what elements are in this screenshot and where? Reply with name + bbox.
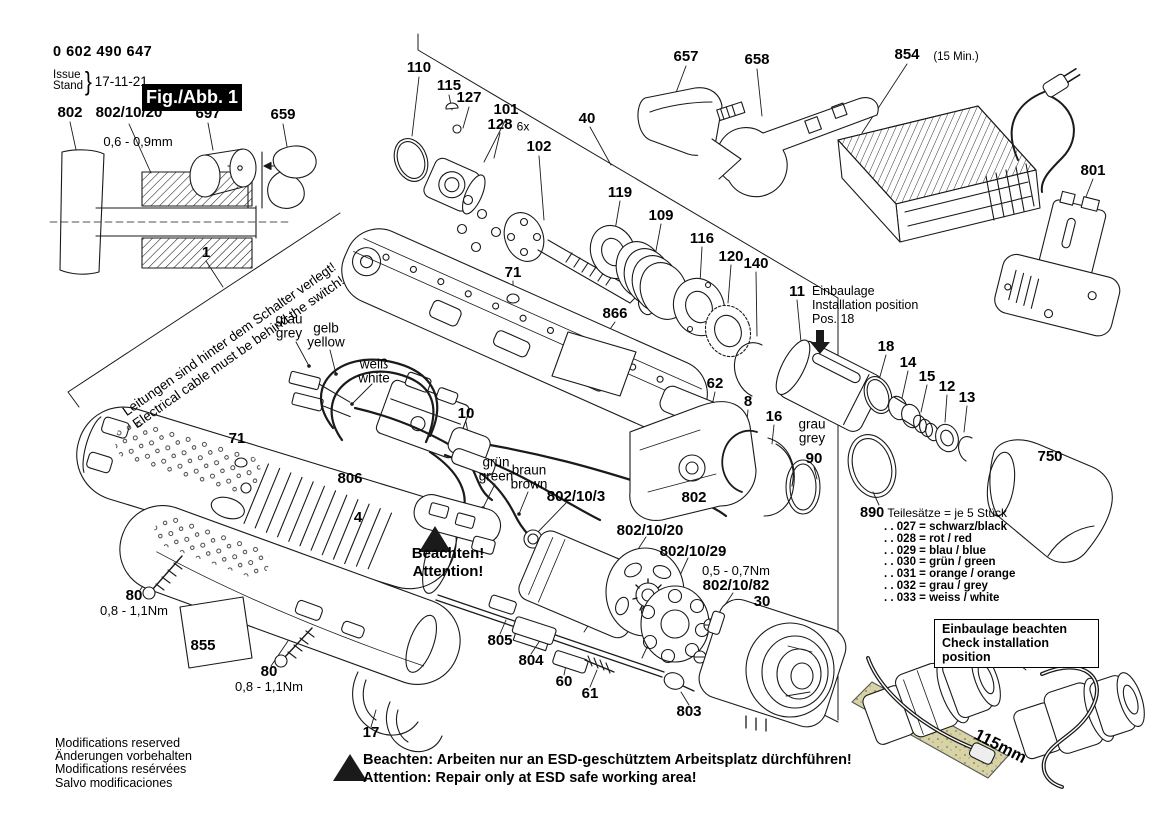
charger-854 <box>837 68 1081 243</box>
elbow-750 <box>986 439 1113 563</box>
small-parts <box>488 594 589 674</box>
issue-date: 17-11-21 <box>94 73 148 89</box>
install-arrow-icon <box>810 330 830 354</box>
legend-entry: . . 032 = grau / grey <box>884 579 988 592</box>
housing-lower <box>119 504 461 686</box>
issue-words: Issue Stand <box>53 68 84 92</box>
legend-entry: . . 033 = weiss / white <box>884 591 1000 604</box>
part-659 <box>267 145 317 209</box>
drivetrain-explosion <box>393 102 973 462</box>
screw-80b <box>274 627 315 668</box>
legend-entry: . . 027 = schwarz/black <box>884 521 1008 533</box>
legend-entry: . . 028 = rot / red <box>884 532 972 545</box>
legend-890-entries: . . 027 = schwarz/black. . 028 = rot / r… <box>860 521 1016 605</box>
motor-group <box>518 529 847 732</box>
spring-109 <box>615 241 689 320</box>
bushing-14 <box>888 395 921 429</box>
install-position-line: Einbaulage <box>812 284 875 298</box>
modifications-line: Modifications resérvées <box>55 762 187 777</box>
sticker-866 <box>551 331 637 397</box>
modifications-line: Änderungen vorbehalten <box>55 749 192 764</box>
screw-cap-71-top <box>506 293 520 304</box>
attention-note: Beachten! Attention! <box>411 545 485 580</box>
warning-triangle-icon <box>419 526 451 552</box>
modifications-line: Salvo modificaciones <box>55 775 173 790</box>
brace-glyph: } <box>84 65 92 96</box>
figure-label-box: Fig./Abb. 1 <box>142 84 242 111</box>
screw-cap-71-mid <box>234 457 252 494</box>
issue-stand-row: Issue Stand } 17-11-21 <box>53 66 152 96</box>
screw-80a <box>142 555 183 600</box>
legend-890-header: 890 Teilesätze = je 5 Stück <box>860 505 1008 521</box>
warning-triangle-icon <box>333 754 367 781</box>
document-header: 0 602 490 647 Issue Stand } 17-11-21 <box>53 44 152 96</box>
tool-body <box>76 406 459 594</box>
legend-entry: . . 029 = blau / blue <box>884 544 986 557</box>
battery-801 <box>994 190 1121 337</box>
legend-entry: . . 031 = orange / orange <box>884 568 1016 581</box>
esd-warning: Beachten: Arbeiten nur an ESD-geschützte… <box>363 752 852 786</box>
clutch-11 <box>775 339 883 432</box>
tool-658 <box>696 97 879 198</box>
install-box-line: Einbaulage beachten <box>942 622 1068 636</box>
install-box-line: Check installation position <box>942 636 1049 664</box>
document-number: 0 602 490 647 <box>53 44 153 60</box>
legend-entry: . . 030 = grün / green <box>884 556 996 569</box>
spring-61 <box>584 655 615 674</box>
bracket-10 <box>447 427 496 476</box>
inset-installation <box>851 642 1145 789</box>
switch-assembly <box>288 370 470 459</box>
warning-triangle-icons <box>333 330 830 781</box>
rod-803 <box>435 594 695 692</box>
modifications-line: Modifications reserved <box>55 736 181 750</box>
nose-shells-17 <box>352 671 443 753</box>
sticker-855 <box>179 596 253 669</box>
gearbox-802 <box>629 401 821 521</box>
install-position-line: Installation position <box>812 298 919 312</box>
legend-890: 890 Teilesätze = je 5 Stück . . 027 = sc… <box>860 505 1015 605</box>
part-697 <box>189 148 257 198</box>
oring-890 <box>847 434 897 498</box>
install-position-line: Pos. 18 <box>812 312 855 326</box>
tool-657 <box>637 87 746 156</box>
